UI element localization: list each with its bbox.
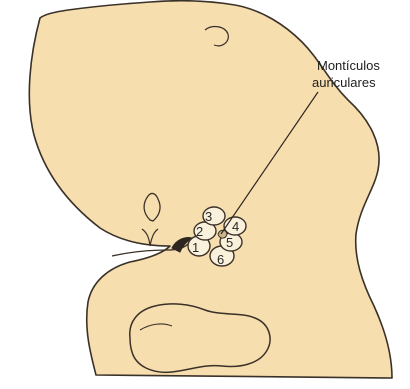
hillock-label-4: 4	[232, 219, 239, 234]
hillock-label-2: 2	[196, 224, 203, 239]
hillock-label-3: 3	[205, 209, 212, 224]
hillock-label-1: 1	[192, 240, 199, 255]
hillock-label-5: 5	[226, 235, 233, 250]
hillock-label-6: 6	[217, 252, 224, 267]
callout-label-line2: auriculares	[312, 75, 376, 90]
callout-label-line1: Montículos	[317, 58, 380, 73]
